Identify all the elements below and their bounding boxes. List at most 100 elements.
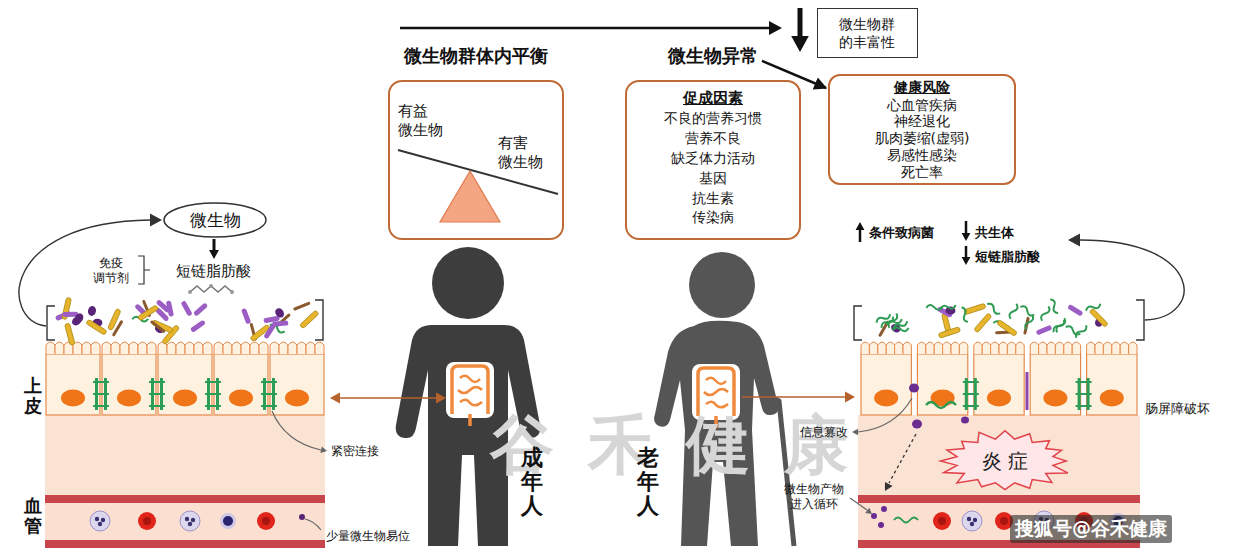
immune-cell	[220, 513, 236, 529]
arrowhead	[769, 21, 782, 35]
epithelial-cell	[158, 354, 212, 415]
microvillus	[926, 342, 934, 354]
balance-box: 微生物群体内平衡有益 微生物有害 微生物	[388, 80, 564, 240]
epithelial-cell	[974, 354, 1024, 415]
decrease-arrow	[798, 8, 803, 38]
node-text: 基因	[631, 169, 795, 189]
microbe-ellipse: 微生物	[163, 202, 267, 238]
node-text: 心血管疾病	[834, 97, 1010, 114]
microvillus	[1120, 342, 1128, 354]
translocating-microbe	[961, 417, 969, 424]
spiral-bacterium	[959, 306, 970, 323]
microvillus	[315, 342, 324, 354]
tight-junction-tie	[963, 405, 979, 407]
watermark: 搜狐号@谷禾健康	[1010, 515, 1172, 543]
tight-junction-tie	[205, 405, 221, 407]
microbial-product	[881, 506, 887, 512]
spiral-bacterium	[986, 302, 1002, 315]
inflammation-burst: 炎 症	[935, 428, 1075, 494]
microvillus	[943, 342, 951, 354]
translocated-microbe	[299, 514, 305, 520]
rod-bacterium	[156, 299, 171, 313]
epithelial-cell	[917, 354, 967, 415]
microvillus	[886, 342, 894, 354]
rod-bacterium	[300, 310, 319, 329]
microvillus	[1055, 342, 1063, 354]
tight-junction-tie	[205, 381, 221, 383]
lamina-propria	[45, 415, 325, 495]
tight-junction-tie	[261, 405, 277, 407]
microvillus	[869, 342, 877, 354]
microvillus	[903, 342, 911, 354]
node-text: 炎 症	[982, 448, 1028, 475]
watermark: 谷禾健康	[490, 402, 882, 489]
link-arrow	[742, 396, 846, 398]
vessel-lumen	[45, 503, 325, 540]
leader-line	[305, 519, 321, 530]
microvillus	[232, 342, 241, 354]
tight-junction-tie	[149, 405, 165, 407]
damaged-junction	[1026, 372, 1029, 410]
cell-granule	[973, 518, 977, 522]
rod-bacterium	[190, 320, 206, 333]
tight-junction-tie	[261, 381, 277, 383]
arrowhead	[150, 213, 162, 226]
part-label: 信息篡改	[800, 424, 848, 441]
molecule-atom	[230, 290, 234, 294]
microvillus	[297, 342, 306, 354]
tight-junction-tie	[963, 393, 979, 395]
info-box: 微生物群 的丰富性	[817, 8, 918, 58]
leader-line	[272, 411, 321, 450]
intestine-icon	[446, 362, 494, 426]
epithelial-cell	[214, 354, 268, 415]
node-text: 肌肉萎缩(虚弱)	[834, 130, 1010, 147]
cell-nucleus	[1100, 390, 1124, 407]
side-note: 免疫 调节剂	[92, 256, 130, 286]
node-text: 有益 微生物	[398, 102, 446, 140]
microbial-product	[878, 522, 884, 528]
node-text: 营养不良	[631, 129, 795, 149]
microvillus	[176, 342, 185, 354]
microvillus	[1112, 342, 1120, 354]
spiral-bacterium	[926, 304, 942, 310]
white-blood-cell	[180, 511, 200, 531]
node-text: 传染病	[631, 208, 795, 228]
tight-junction-tie	[261, 393, 277, 395]
cell-nucleus	[117, 390, 141, 407]
microvillus	[895, 342, 903, 354]
microvillus	[951, 342, 959, 354]
rod-bacterium	[263, 323, 276, 339]
red-blood-cell-center	[938, 517, 946, 525]
spiral-bacterium	[1074, 324, 1088, 340]
cell-nucleus	[173, 390, 197, 407]
epithelial-cell	[1030, 354, 1080, 415]
part-label: 肠屏障破坏	[1145, 400, 1210, 418]
microvillus	[129, 342, 138, 354]
node-text: 有害 微生物	[498, 134, 546, 172]
rod-bacterium	[1023, 317, 1030, 335]
microvillus	[82, 342, 91, 354]
microvillus	[917, 342, 925, 354]
microvillus	[1095, 342, 1103, 354]
node-text: 健康风险	[834, 79, 1010, 97]
factor-box: 微生物异常促成因素不良的营养习惯营养不良缺乏体力活动基因抗生素传染病	[625, 80, 801, 240]
red-blood-cell	[933, 512, 951, 530]
spiral-bacterium	[1008, 303, 1018, 320]
rod-bacterium	[938, 327, 960, 339]
arrowhead	[1068, 233, 1080, 246]
node-text: 神经退化	[834, 113, 1010, 130]
microvillus	[185, 342, 194, 354]
microvillus	[1047, 342, 1055, 354]
arrowhead	[962, 257, 971, 265]
red-blood-cell	[138, 512, 156, 530]
microvillus	[241, 342, 250, 354]
cell-granule	[185, 517, 189, 521]
cell-granule	[967, 517, 971, 521]
change-label: 条件致病菌	[869, 224, 934, 242]
microvillus	[223, 342, 232, 354]
microvillus	[1129, 342, 1137, 354]
cell-granule	[191, 518, 195, 522]
lamina-propria	[858, 415, 1140, 495]
microvillus	[999, 342, 1007, 354]
spiral-bacterium	[892, 319, 908, 332]
